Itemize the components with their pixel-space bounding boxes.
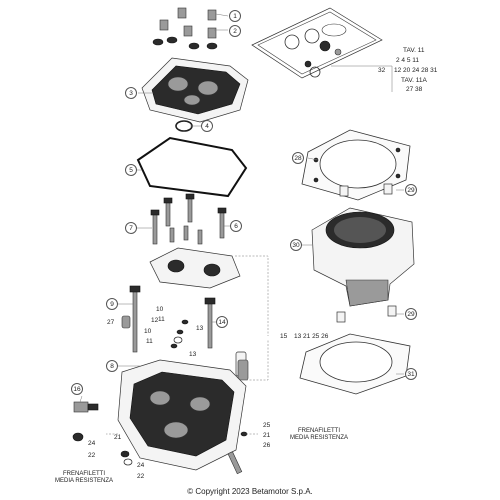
callout-7: 7	[125, 222, 137, 234]
base-gasket	[299, 333, 411, 395]
top-bolts	[152, 7, 218, 50]
label-12: 12	[151, 317, 159, 324]
label-15: 15	[280, 333, 288, 340]
threadlock-note-right-line1: FRENAFILETTI	[297, 428, 340, 434]
label-11b: 11	[146, 338, 153, 345]
callout-28: 28	[292, 152, 304, 164]
callout-6: 6	[230, 220, 242, 232]
cam-bolts	[150, 193, 227, 245]
valve-cover	[141, 57, 249, 123]
callout-5: 5	[125, 164, 137, 176]
label-10b: 10	[144, 328, 152, 335]
callout-16: 16	[71, 383, 83, 395]
label-32: 32	[378, 67, 386, 74]
head-gasket	[301, 129, 411, 201]
dowel-bottom	[336, 311, 346, 323]
label-23: 23	[122, 451, 130, 458]
camshaft-holder	[149, 247, 241, 289]
label-24b: 24	[137, 462, 145, 469]
label-21b: 21	[263, 432, 271, 439]
tav11-row2: 12 20 24 28 31	[394, 67, 438, 74]
valve-cover-gasket	[136, 136, 248, 198]
label-25: 25	[263, 422, 271, 429]
label-13b: 13	[189, 351, 197, 358]
label-11a: 11	[158, 316, 165, 323]
callout-3: 3	[125, 87, 137, 99]
label-13: 13	[196, 325, 204, 332]
callout-9: 9	[106, 298, 118, 310]
tav11-title: TAV. 11	[403, 47, 425, 54]
threadlock-note-left: FRENAFILETTI MEDIA RESISTENZA	[44, 471, 124, 485]
temp-sensor	[73, 401, 89, 413]
callout-8: 8	[106, 360, 118, 372]
label-22a: 22	[88, 452, 96, 459]
label-10a: 10	[156, 306, 164, 313]
tav11a-title: TAV. 11A	[401, 77, 427, 84]
tav11-row: 2 4 5 11	[396, 57, 420, 64]
long-stud-left	[132, 287, 138, 353]
threadlock-note-left-line2: MEDIA RESISTENZA	[54, 478, 113, 484]
callout-31: 31	[405, 368, 417, 380]
gasket-kit	[251, 7, 383, 79]
label-15-row: 13 21 25 26	[294, 333, 329, 340]
cylinder-head	[117, 359, 247, 471]
dowel-27	[121, 315, 131, 329]
copyright-footer: © Copyright 2023 Betamotor S.p.A.	[187, 487, 313, 496]
callout-29-bottom: 29	[405, 308, 417, 320]
long-stud-right	[207, 299, 213, 349]
o-ring	[175, 120, 193, 132]
label-22b: 22	[137, 473, 145, 480]
threadlock-note-left-line1: FRENAFILETTI	[62, 471, 105, 477]
cylinder	[311, 207, 415, 307]
callout-29-top: 29	[405, 184, 417, 196]
callout-30: 30	[290, 239, 302, 251]
callout-4: 4	[201, 120, 213, 132]
label-26: 26	[263, 442, 271, 449]
label-27: 27	[107, 319, 115, 326]
threadlock-note-right-line2: MEDIA RESISTENZA	[289, 435, 348, 441]
callout-14: 14	[216, 316, 228, 328]
threadlock-note-right: FRENAFILETTI MEDIA RESISTENZA	[284, 428, 354, 442]
label-21a: 21	[114, 434, 122, 441]
callout-1: 1	[229, 10, 241, 22]
callout-2: 2	[229, 25, 241, 37]
label-24a: 24	[88, 440, 96, 447]
dowel-top	[339, 185, 349, 197]
tav11a-row: 27 38	[406, 86, 423, 93]
leader-lines	[79, 13, 404, 435]
